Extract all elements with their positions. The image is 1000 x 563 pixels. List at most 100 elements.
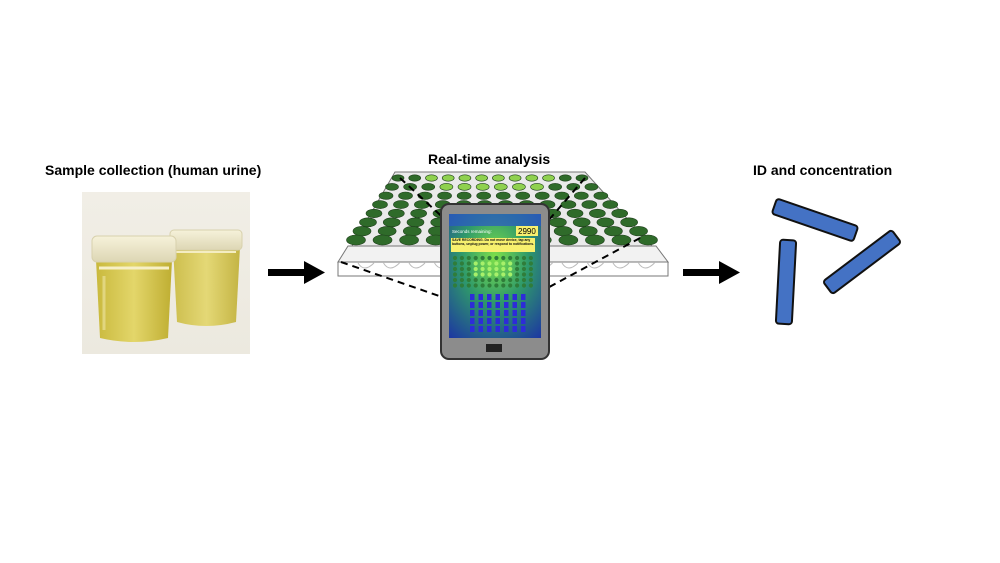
phone-well	[473, 255, 478, 261]
phone-well	[508, 272, 513, 277]
phone-well	[515, 272, 520, 277]
well	[359, 217, 377, 228]
urine-sample-photo	[82, 192, 250, 354]
well	[548, 183, 562, 191]
well	[602, 200, 619, 209]
phone-well	[473, 277, 478, 283]
well	[629, 226, 648, 237]
well	[425, 174, 438, 182]
bacterium-rod-icon	[771, 198, 859, 242]
well	[402, 226, 422, 237]
well	[439, 183, 454, 191]
well	[554, 191, 570, 200]
well	[553, 226, 573, 237]
phone-bar	[478, 302, 483, 308]
well	[574, 191, 589, 200]
phone-bar	[504, 302, 509, 308]
phone-well	[521, 255, 527, 261]
well	[512, 183, 526, 191]
phone-bar	[478, 318, 483, 324]
phone-well	[521, 277, 527, 283]
phone-well	[452, 255, 458, 261]
well	[604, 226, 623, 237]
well	[372, 200, 388, 209]
smartphone: Seconds remaining: 2990 SAVE RECORDING. …	[440, 203, 550, 360]
phone-bar	[512, 294, 517, 300]
well	[382, 217, 401, 228]
phone-well	[480, 277, 485, 283]
well	[393, 200, 409, 209]
well	[421, 183, 436, 191]
phone-bar	[487, 294, 492, 300]
phone-well	[487, 272, 492, 277]
phone-well	[521, 266, 527, 272]
phone-well	[466, 277, 471, 283]
well	[549, 217, 567, 228]
phone-well	[473, 261, 478, 266]
well	[441, 174, 455, 182]
phone-well	[473, 266, 478, 272]
phone-well	[466, 283, 471, 288]
well-bottom-outline	[587, 262, 604, 269]
phone-well	[480, 261, 485, 266]
phone-well	[480, 283, 485, 288]
well	[596, 217, 615, 228]
phone-well	[501, 261, 506, 266]
phone-well	[473, 283, 478, 288]
bacterium-rod-icon	[774, 238, 798, 326]
phone-bar	[512, 318, 517, 324]
well	[566, 183, 581, 191]
phone-well	[494, 283, 499, 288]
phone-well	[487, 255, 492, 261]
phone-well	[508, 266, 513, 272]
well	[406, 217, 425, 228]
phone-well	[515, 261, 520, 266]
phone-well	[521, 283, 527, 288]
phone-bar	[512, 310, 517, 316]
phone-bar	[521, 294, 526, 300]
step-label-id-and-concentration: ID and concentration	[753, 162, 893, 178]
phone-well	[521, 272, 527, 277]
bacteria-rods	[771, 198, 901, 326]
well	[611, 234, 632, 246]
well	[365, 208, 383, 218]
phone-well	[466, 261, 471, 266]
phone-bar	[470, 326, 475, 332]
well	[584, 183, 599, 191]
phone-bar	[521, 326, 526, 332]
phone-well	[487, 283, 492, 288]
phone-well	[466, 266, 471, 272]
phone-warning-text: SAVE RECORDING. Do not move device, tap …	[452, 238, 535, 246]
well	[346, 234, 366, 246]
phone-bar	[470, 294, 475, 300]
well	[410, 208, 427, 218]
well	[589, 208, 606, 218]
well	[493, 183, 508, 191]
arrow-right-icon	[683, 261, 740, 284]
phone-well	[508, 277, 513, 283]
phone-well	[494, 277, 499, 283]
well-bottom-outline	[561, 262, 579, 269]
phone-well	[487, 277, 492, 283]
phone-well	[501, 266, 506, 272]
phone-well	[501, 283, 506, 288]
phone-well	[480, 255, 485, 261]
phone-well	[528, 266, 534, 272]
phone-well	[466, 255, 471, 261]
phone-bar	[495, 310, 500, 316]
phone-well	[452, 283, 458, 288]
well	[475, 183, 490, 191]
well	[515, 191, 531, 200]
phone-well	[494, 266, 499, 272]
phone-well	[459, 283, 464, 288]
well	[388, 208, 405, 218]
well	[566, 208, 584, 218]
phone-well-grid	[452, 255, 534, 288]
well	[593, 191, 609, 200]
well	[495, 191, 511, 200]
phone-well	[501, 255, 506, 261]
phone-well	[494, 272, 499, 277]
phone-bar	[495, 302, 500, 308]
phone-well	[487, 261, 492, 266]
phone-well	[515, 283, 520, 288]
